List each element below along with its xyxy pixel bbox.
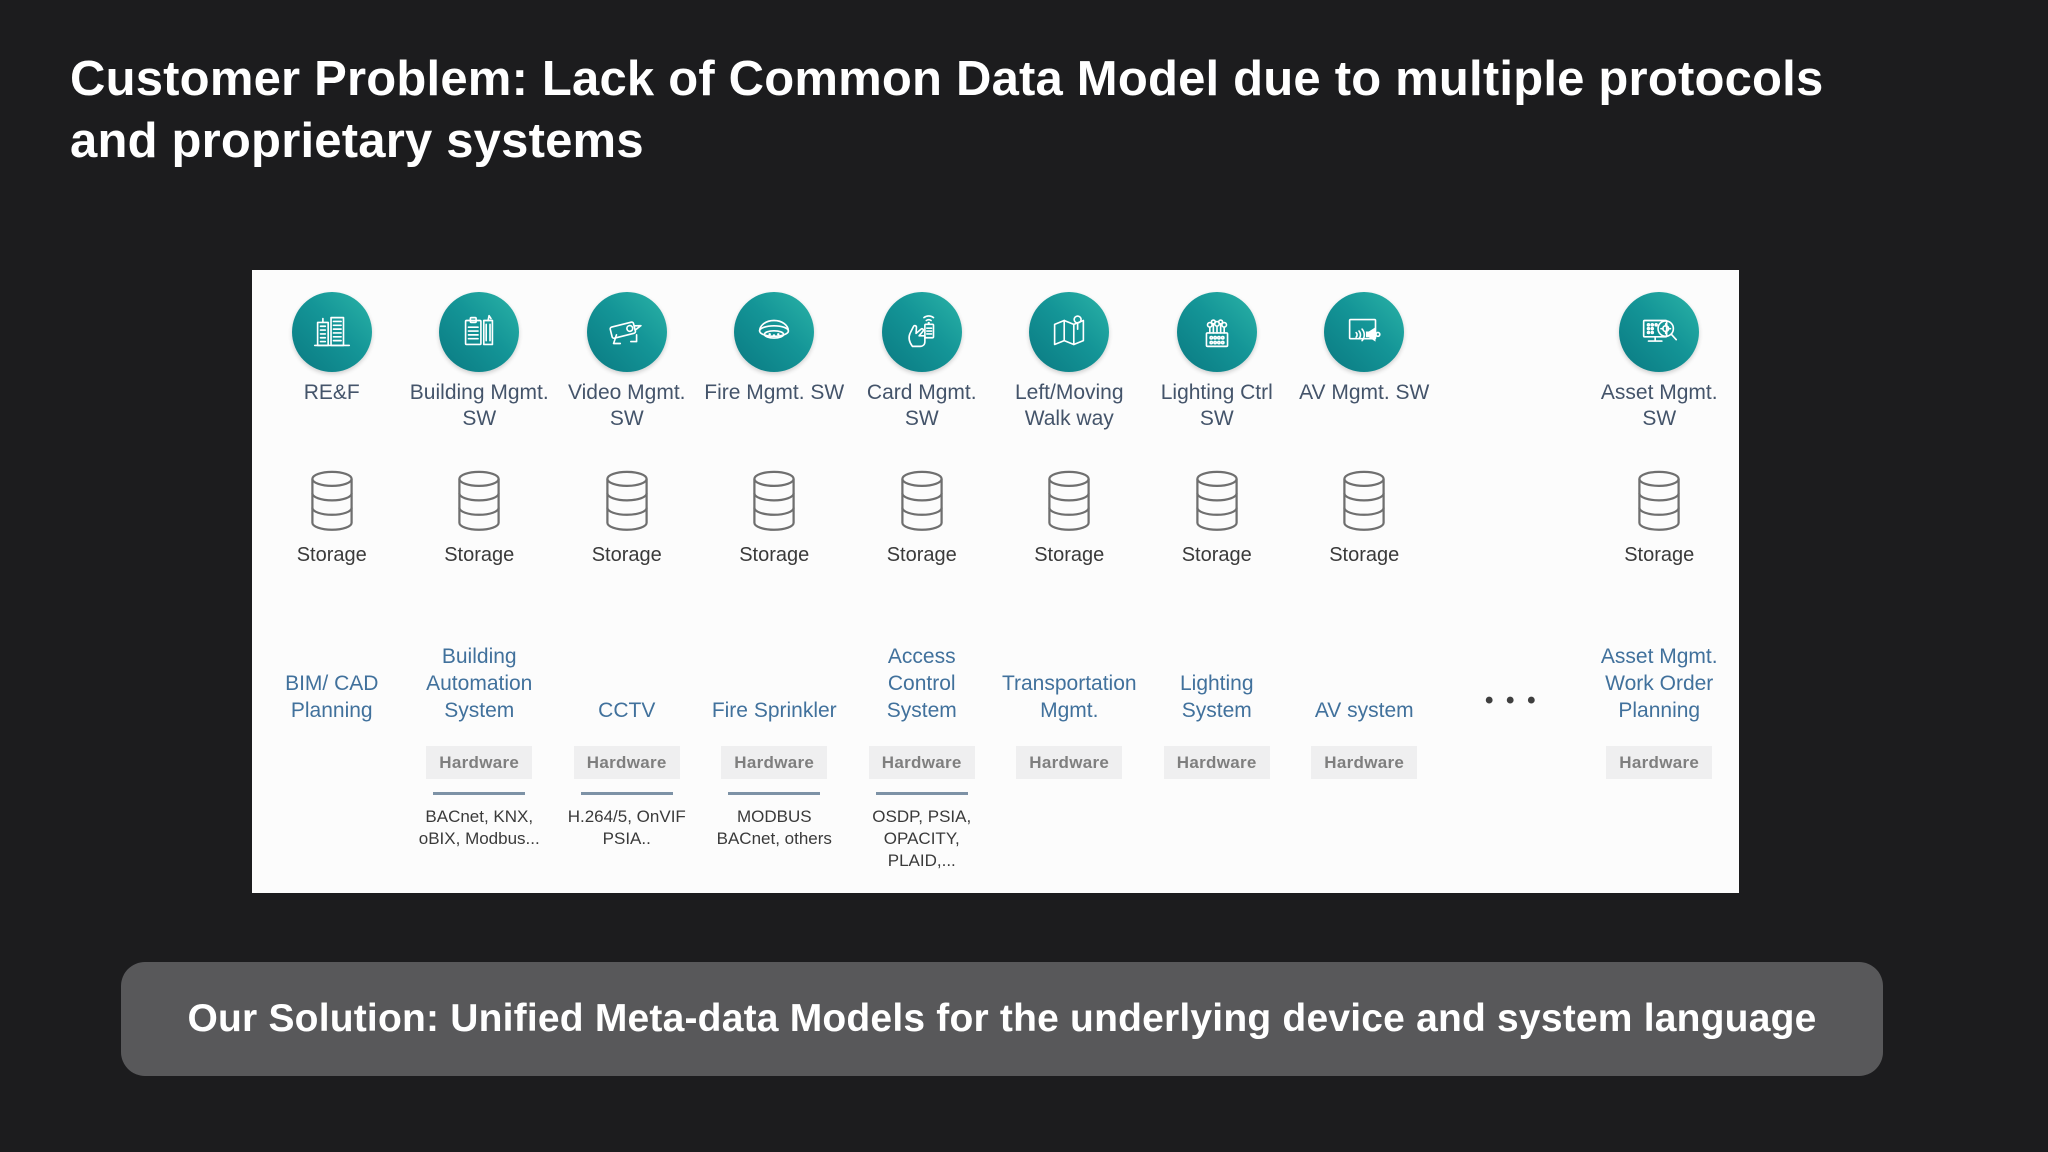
solution-banner: Our Solution: Unified Meta-data Models f… <box>121 962 1883 1076</box>
system-name: Lighting System <box>1179 672 1254 722</box>
storage-label: Storage <box>886 544 957 566</box>
column-left-moving-walk-way: Left/Moving Walk way Storage Transportat… <box>996 292 1144 893</box>
hardware-box: Hardware <box>573 746 680 779</box>
systems-diagram-panel: RE&F Storage BIM/ CAD Planning Building … <box>252 270 1739 893</box>
hardware-box: Hardware <box>426 746 533 779</box>
map-pin-icon <box>1029 292 1110 372</box>
database-storage-icon <box>1196 470 1238 531</box>
database-storage-icon <box>1048 470 1090 531</box>
storage-stack: Storage <box>297 468 367 570</box>
software-label: Lighting Ctrl SW <box>1160 381 1273 430</box>
hardware-box: Hardware <box>721 746 828 779</box>
database-storage-icon <box>753 470 795 531</box>
cctv-camera-icon <box>586 292 667 372</box>
database-storage-icon <box>1343 470 1385 531</box>
storage-stack: Storage <box>444 468 514 570</box>
software-label: Building Mgmt. SW <box>409 381 549 430</box>
storage-stack: Storage <box>1329 468 1399 570</box>
hardware-underline <box>875 792 968 795</box>
storage-label: Storage <box>739 544 810 566</box>
storage-stack: Storage <box>1182 468 1252 570</box>
hardware-box: Hardware <box>1163 746 1270 779</box>
buildings-icon <box>291 292 372 372</box>
hardware-box: Hardware <box>1606 746 1713 779</box>
system-name: AV system <box>1314 699 1414 722</box>
storage-label: Storage <box>296 544 367 566</box>
column-re-f: RE&F Storage BIM/ CAD Planning <box>258 292 406 893</box>
column-video-mgmt-sw: Video Mgmt. SW Storage CCTV Hardware H.2… <box>553 292 701 893</box>
database-storage-icon <box>458 470 500 531</box>
storage-stack: Storage <box>1624 468 1694 570</box>
database-storage-icon <box>1638 470 1680 531</box>
storage-label: Storage <box>591 544 662 566</box>
hardware-underline <box>580 792 673 795</box>
column-ellipsis: • • • <box>1438 292 1586 893</box>
storage-label: Storage <box>1181 544 1252 566</box>
system-name: Access Control System <box>886 645 957 722</box>
software-label: Fire Mgmt. SW <box>704 381 845 404</box>
system-name: Transportation Mgmt. <box>1001 672 1137 722</box>
column-lighting-ctrl-sw: Lighting Ctrl SW Storage Lighting System… <box>1143 292 1291 893</box>
database-storage-icon <box>606 470 648 531</box>
software-label: Card Mgmt. SW <box>866 381 977 430</box>
database-storage-icon <box>901 470 943 531</box>
column-av-mgmt-sw: AV Mgmt. SW Storage AV system Hardware <box>1291 292 1439 893</box>
software-label: Left/Moving Walk way <box>1014 381 1124 430</box>
storage-label: Storage <box>1329 544 1400 566</box>
storage-label: Storage <box>1624 544 1695 566</box>
software-label: RE&F <box>303 381 360 404</box>
solution-banner-text: Our Solution: Unified Meta-data Models f… <box>187 997 1817 1040</box>
hardware-box: Hardware <box>868 746 975 779</box>
protocols-label: OSDP, PSIA, OPACITY, PLAID,... <box>872 807 972 870</box>
clipboard-building-icon <box>439 292 520 372</box>
column-building-mgmt-sw: Building Mgmt. SW Storage Building Autom… <box>406 292 554 893</box>
system-name: • • • <box>1484 687 1539 714</box>
slide-title: Customer Problem: Lack of Common Data Mo… <box>70 52 1824 168</box>
storage-stack: Storage <box>1034 468 1104 570</box>
system-name: Fire Sprinkler <box>711 699 837 722</box>
software-label: Asset Mgmt. SW <box>1600 381 1718 430</box>
storage-stack: Storage <box>739 468 809 570</box>
protocols-label: H.264/5, OnVIF PSIA.. <box>567 807 686 848</box>
hardware-box: Hardware <box>1016 746 1123 779</box>
protocols-label: BACnet, KNX, oBIX, Modbus... <box>418 807 540 848</box>
smoke-detector-icon <box>734 292 815 372</box>
database-storage-icon <box>311 470 353 531</box>
system-name: CCTV <box>598 699 656 722</box>
software-label: Video Mgmt. SW <box>568 381 686 430</box>
column-fire-mgmt-sw: Fire Mgmt. SW Storage Fire Sprinkler Har… <box>701 292 849 893</box>
card-hand-icon <box>881 292 962 372</box>
system-name: BIM/ CAD Planning <box>285 672 379 722</box>
storage-label: Storage <box>1034 544 1105 566</box>
hardware-underline <box>728 792 821 795</box>
software-label: AV Mgmt. SW <box>1299 381 1430 404</box>
system-name: Asset Mgmt. Work Order Planning <box>1600 645 1718 722</box>
lighting-panel-icon <box>1176 292 1257 372</box>
hardware-box: Hardware <box>1311 746 1418 779</box>
column-asset-mgmt-sw: Asset Mgmt. SW Storage Asset Mgmt. Work … <box>1586 292 1734 893</box>
av-speaker-icon <box>1324 292 1405 372</box>
storage-stack: Storage <box>592 468 662 570</box>
storage-stack: Storage <box>887 468 957 570</box>
storage-label: Storage <box>444 544 515 566</box>
column-card-mgmt-sw: Card Mgmt. SW Storage Access Control Sys… <box>848 292 996 893</box>
asset-monitor-icon <box>1619 292 1700 372</box>
system-name: Building Automation System <box>426 645 533 722</box>
hardware-underline <box>433 792 526 795</box>
protocols-label: MODBUS BACnet, others <box>716 807 832 848</box>
